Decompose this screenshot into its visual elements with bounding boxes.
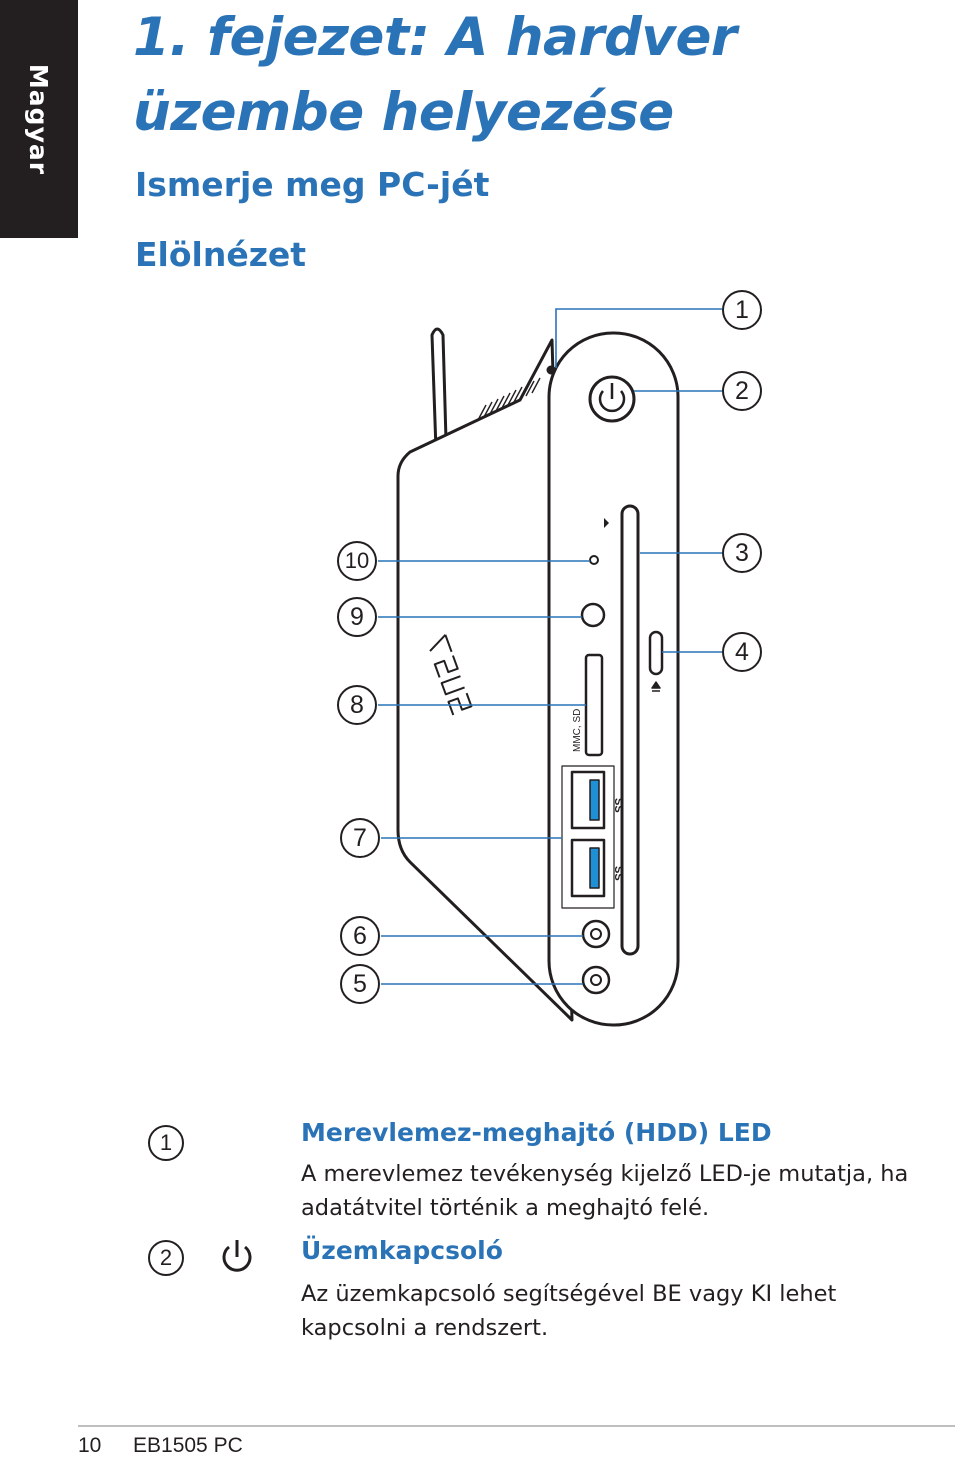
headphone-jack bbox=[581, 919, 611, 949]
reset-button bbox=[580, 602, 606, 628]
callout-2: 2 bbox=[722, 371, 762, 411]
antenna bbox=[430, 327, 448, 452]
power-icon bbox=[222, 1240, 252, 1272]
subsection-title: Elölnézet bbox=[135, 235, 307, 274]
callout-9: 9 bbox=[337, 597, 377, 637]
callout-1: 1 bbox=[722, 290, 762, 330]
callout-8: 8 bbox=[337, 685, 377, 725]
leader-1 bbox=[555, 308, 722, 368]
item-text: Az üzemkapcsoló segítségével BE vagy KI … bbox=[301, 1281, 837, 1341]
microphone-jack bbox=[581, 965, 611, 995]
callout-4: 4 bbox=[722, 632, 762, 672]
footer-model: EB1505 PC bbox=[133, 1434, 243, 1457]
callout-5: 5 bbox=[340, 964, 380, 1004]
callout-3: 3 bbox=[722, 533, 762, 573]
optical-drive-slot bbox=[620, 504, 640, 956]
eject-button bbox=[648, 630, 664, 676]
item-number: 1 bbox=[148, 1125, 184, 1161]
callout-10: 10 bbox=[337, 541, 377, 581]
item-number: 2 bbox=[148, 1240, 184, 1276]
language-tab-label: Magyar bbox=[24, 63, 54, 175]
hdd-led bbox=[546, 365, 556, 375]
footer-divider bbox=[78, 1425, 955, 1427]
callout-7: 7 bbox=[340, 818, 380, 858]
pc-front-illustration: MMC, SD SS SS bbox=[378, 308, 722, 1027]
item-title: Merevlemez-meghajtó (HDD) LED bbox=[301, 1118, 772, 1147]
section-title: Ismerje meg PC-jét bbox=[135, 165, 490, 204]
chapter-title: 1. fejezet: A hardver üzembe helyezése bbox=[133, 7, 737, 143]
callout-6: 6 bbox=[340, 916, 380, 956]
usb-port-2 bbox=[570, 838, 606, 898]
asus-logo-icon bbox=[429, 634, 473, 716]
language-tab: Magyar bbox=[0, 0, 78, 238]
usb-port-1 bbox=[570, 770, 606, 830]
usb-ss-label-2: SS bbox=[612, 866, 624, 881]
usb-ss-label-1: SS bbox=[612, 798, 624, 813]
card-slot-label: MMC, SD bbox=[572, 709, 583, 752]
power-button bbox=[588, 375, 636, 423]
pc-side-panel bbox=[396, 338, 574, 1022]
page-number: 10 bbox=[78, 1434, 102, 1457]
pc-front-panel bbox=[547, 331, 680, 1027]
item-title: Üzemkapcsoló bbox=[301, 1236, 503, 1265]
front-view-figure: MMC, SD SS SS 1 2 3 4 5 6 7 8 9 10 bbox=[0, 290, 960, 1060]
item-text: A merevlemez tevékenység kijelző LED-je … bbox=[301, 1161, 909, 1221]
